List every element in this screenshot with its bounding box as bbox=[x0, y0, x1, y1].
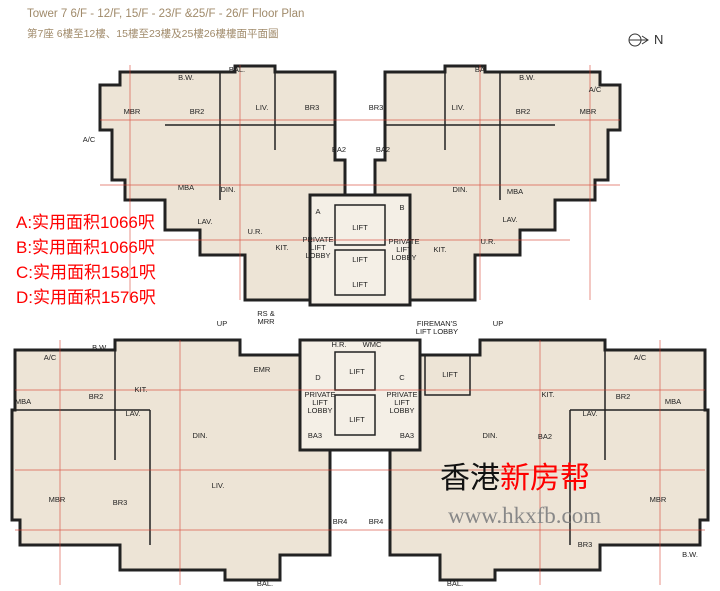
room-label: MBA bbox=[177, 183, 195, 192]
room-label: WMC bbox=[362, 340, 382, 349]
room-label: LAV. bbox=[125, 409, 141, 418]
page-title: Tower 7 6/F - 12/F, 15/F - 23/F &25/F - … bbox=[27, 8, 305, 20]
room-label: EMR bbox=[253, 365, 271, 374]
room-label: U.R. bbox=[480, 237, 496, 246]
room-label: MBA bbox=[14, 397, 32, 406]
watermark-brand: 香港新房帮 bbox=[440, 462, 590, 496]
room-label: BAL. bbox=[474, 65, 492, 74]
room-label: LAV. bbox=[502, 215, 518, 224]
room-label: A/C bbox=[43, 353, 57, 362]
room-label: UP bbox=[492, 319, 504, 328]
unit-a-marker: A bbox=[315, 207, 321, 216]
room-label: BR2 bbox=[515, 107, 531, 116]
room-label: MBR bbox=[123, 107, 141, 116]
unit-d-marker: D bbox=[315, 373, 321, 382]
room-label: A/C bbox=[633, 353, 647, 362]
room-label: BA3 bbox=[307, 431, 323, 440]
unit-d-outline bbox=[388, 338, 710, 582]
room-label: B.W. bbox=[519, 73, 535, 82]
room-label: DIN. bbox=[220, 185, 236, 194]
room-label: LIFT bbox=[349, 415, 365, 424]
unit-c-marker: C bbox=[399, 373, 405, 382]
room-label: PRIVATE LIFT LOBBY bbox=[386, 390, 418, 415]
room-label: BR2 bbox=[189, 107, 205, 116]
room-label: LIV. bbox=[451, 103, 465, 112]
room-label: LAV. bbox=[582, 409, 598, 418]
room-label: DIN. bbox=[482, 431, 498, 440]
room-label: A/C bbox=[82, 135, 96, 144]
unit-area-a: A:实用面积1066呎 bbox=[16, 213, 155, 232]
room-label: H.R. bbox=[331, 340, 347, 349]
north-arrow-icon bbox=[628, 33, 649, 46]
room-label: LIFT bbox=[352, 223, 368, 232]
room-label: KIT. bbox=[134, 385, 148, 394]
room-label: A/C bbox=[588, 85, 602, 94]
room-label: BR3 bbox=[304, 103, 320, 112]
room-label: B.W. bbox=[92, 343, 108, 352]
north-indicator: N bbox=[628, 32, 663, 47]
room-label: BAL. bbox=[446, 579, 464, 588]
room-label: LIFT bbox=[352, 280, 368, 289]
room-label: B.W. bbox=[682, 550, 698, 559]
room-label: BR3 bbox=[368, 103, 384, 112]
room-label: MBR bbox=[48, 495, 66, 504]
unit-b-outline bbox=[373, 64, 622, 302]
room-label: MBA bbox=[506, 187, 524, 196]
room-label: UP bbox=[216, 319, 228, 328]
room-label: LIV. bbox=[211, 481, 225, 490]
unit-area-b: B:实用面积1066呎 bbox=[16, 238, 155, 257]
room-label: LIFT bbox=[352, 255, 368, 264]
watermark-url: www.hkxfb.com bbox=[448, 503, 602, 528]
room-label: PRIVATE LIFT LOBBY bbox=[304, 390, 336, 415]
room-label: BAL. bbox=[228, 65, 246, 74]
room-label: PRIVATE LIFT LOBBY bbox=[302, 235, 334, 260]
room-label: U.R. bbox=[247, 227, 263, 236]
unit-area-d: D:实用面积1576呎 bbox=[16, 288, 156, 307]
room-label: LAV. bbox=[197, 217, 213, 226]
room-label: BR2 bbox=[615, 392, 631, 401]
room-label: DIN. bbox=[452, 185, 468, 194]
room-label: PRIVATE LIFT LOBBY bbox=[388, 237, 420, 262]
room-label: LIV. bbox=[255, 103, 269, 112]
room-label: LIFT bbox=[349, 367, 365, 376]
room-label: DIN. bbox=[192, 431, 208, 440]
unit-area-list: A:实用面积1066呎 B:实用面积1066呎 C:实用面积1581呎 D:实用… bbox=[16, 210, 156, 310]
unit-c-outline bbox=[10, 338, 332, 582]
room-label: BA2 bbox=[331, 145, 347, 154]
watermark-brand-red: 新房帮 bbox=[500, 461, 590, 496]
room-label: LIFT bbox=[442, 370, 458, 379]
room-label: BR4 bbox=[368, 517, 384, 526]
room-label: BA3 bbox=[399, 431, 415, 440]
room-label: MBA bbox=[664, 397, 682, 406]
room-label: BA2 bbox=[375, 145, 391, 154]
page-subtitle: 第7座 6樓至12樓、15樓至23樓及25樓26樓樓面平面圖 bbox=[27, 28, 279, 40]
room-label: MBR bbox=[649, 495, 667, 504]
room-label: BR2 bbox=[88, 392, 104, 401]
room-label: BAL. bbox=[256, 579, 274, 588]
north-label: N bbox=[654, 32, 664, 47]
room-label: BR3 bbox=[112, 498, 128, 507]
watermark-brand-black: 香港 bbox=[440, 461, 500, 496]
room-label: KIT. bbox=[541, 390, 555, 399]
room-label: KIT. bbox=[433, 245, 447, 254]
unit-b-marker: B bbox=[399, 203, 405, 212]
room-label: MBR bbox=[579, 107, 597, 116]
unit-area-c: C:实用面积1581呎 bbox=[16, 263, 156, 282]
room-label: B.W. bbox=[178, 73, 194, 82]
room-label: BR4 bbox=[332, 517, 348, 526]
room-label: BA2 bbox=[537, 432, 553, 441]
room-label: BR3 bbox=[577, 540, 593, 549]
room-label: KIT. bbox=[275, 243, 289, 252]
room-label: FIREMAN'S LIFT LOBBY bbox=[415, 319, 459, 336]
room-label: RS & MRR bbox=[257, 309, 275, 326]
